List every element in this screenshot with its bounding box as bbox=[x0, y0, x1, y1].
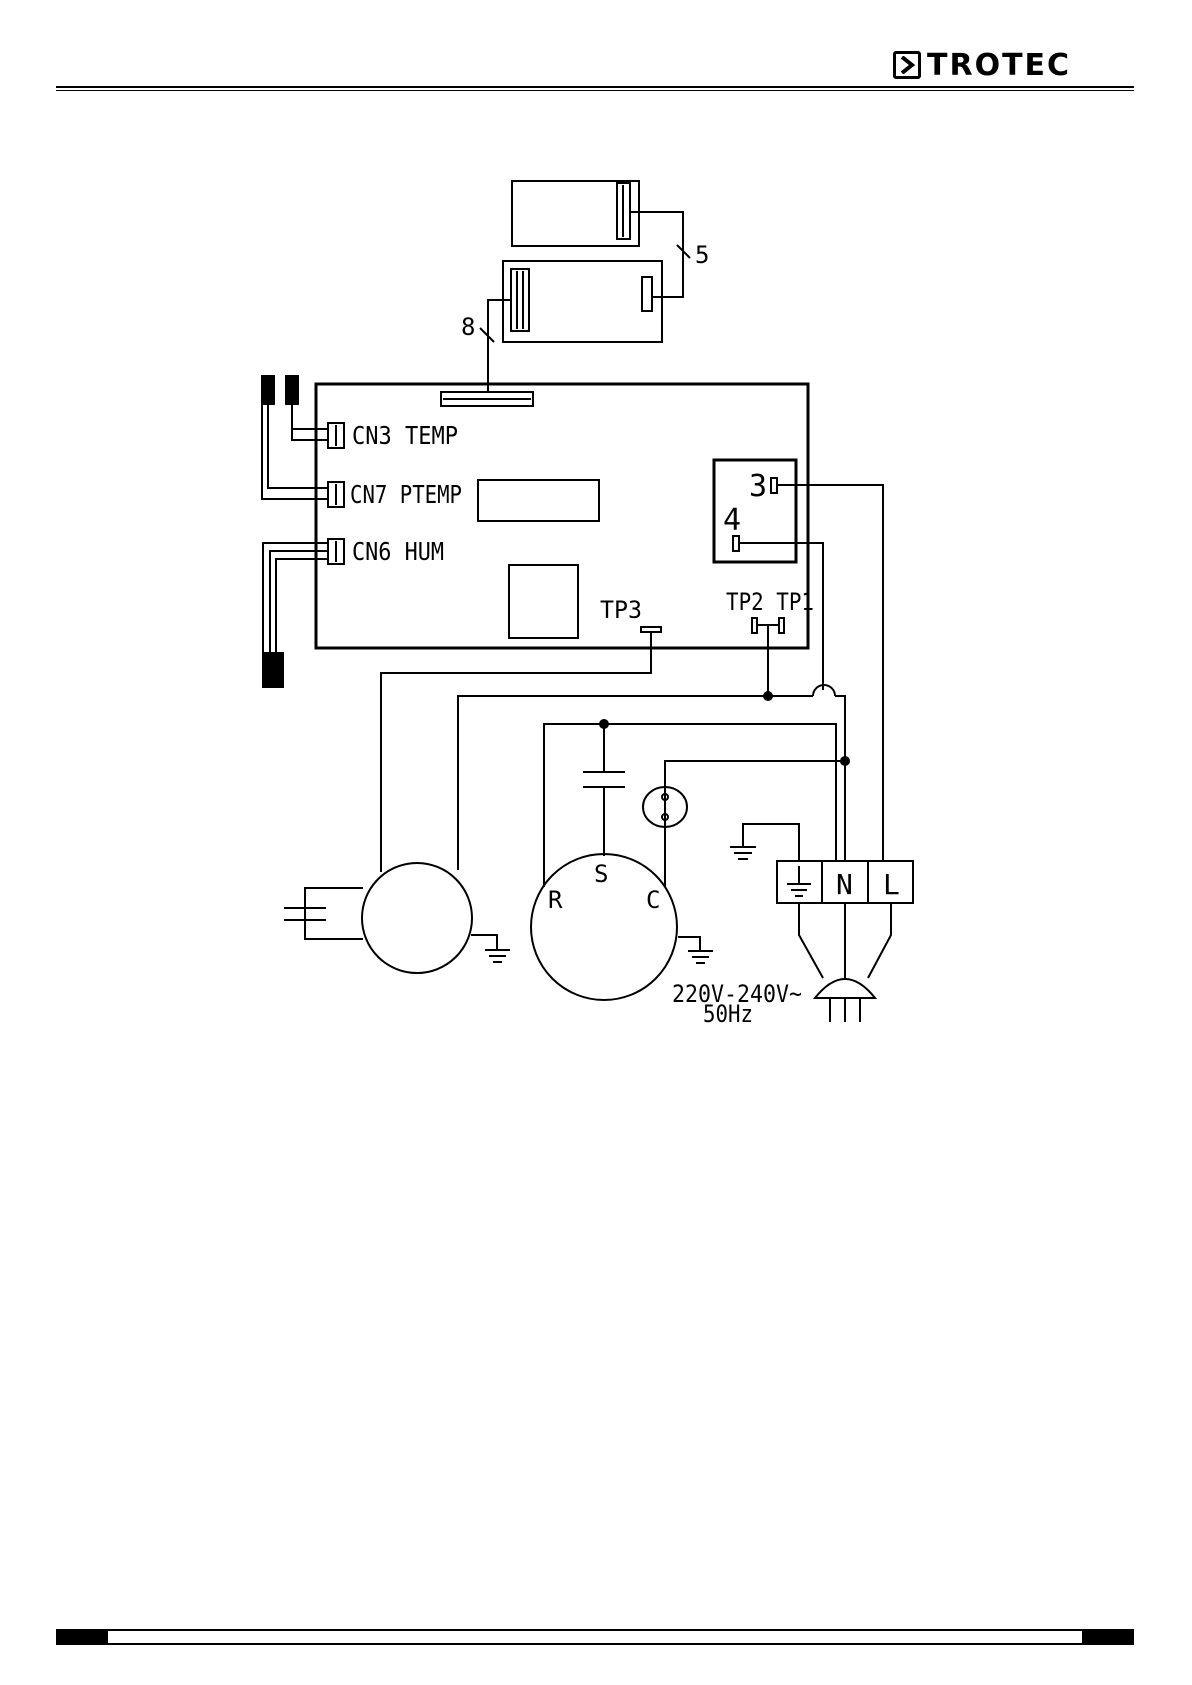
bus-count-lower: 8 bbox=[461, 313, 475, 341]
compressor-terminal-c: C bbox=[646, 886, 660, 914]
tp2-tp1-label: TP2 TP1 bbox=[726, 588, 814, 616]
display-board-upper bbox=[512, 181, 639, 246]
pipe-temp-sensor-probe bbox=[286, 376, 298, 404]
connector-cn3-label: CN3 TEMP bbox=[352, 421, 458, 450]
footer-block-right bbox=[1082, 1631, 1132, 1643]
supply-frequency-label: 50Hz bbox=[703, 1000, 753, 1028]
display-board-lower bbox=[503, 261, 662, 342]
fan-motor bbox=[362, 863, 472, 973]
tp3-label: TP3 bbox=[600, 596, 642, 624]
temp-sensor-probe bbox=[262, 376, 274, 404]
compressor-terminal-r: R bbox=[548, 886, 563, 914]
terminal-neutral-label: N bbox=[836, 868, 853, 901]
connector-cn6-label: CN6 HUM bbox=[352, 537, 444, 566]
footer-bar bbox=[56, 1629, 1134, 1645]
power-plug bbox=[815, 979, 875, 998]
terminal-live-label: L bbox=[883, 868, 900, 901]
board-transformer bbox=[509, 565, 578, 638]
bus-count-upper: 5 bbox=[695, 241, 709, 269]
connector-cn7-label: CN7 PTEMP bbox=[350, 480, 462, 509]
humidity-sensor-probe bbox=[263, 653, 283, 687]
board-component bbox=[478, 480, 599, 521]
relay-pin-4: 4 bbox=[723, 503, 741, 538]
compressor-terminal-s: S bbox=[594, 860, 608, 888]
relay-pin-3: 3 bbox=[749, 469, 767, 504]
footer-block-left bbox=[58, 1631, 108, 1643]
